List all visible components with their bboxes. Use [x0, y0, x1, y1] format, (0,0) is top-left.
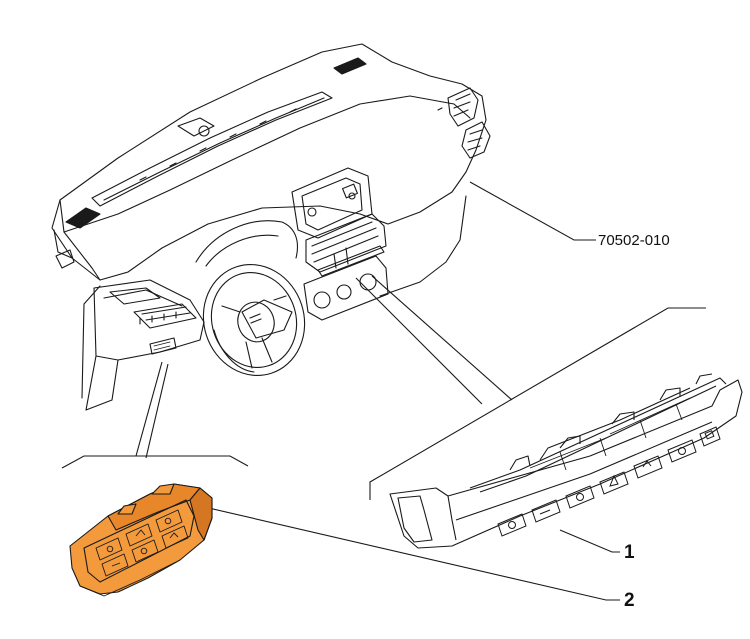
leader-lines: [61, 181, 706, 601]
part-2-button-grid: [95, 509, 189, 577]
button-1: [497, 513, 527, 537]
dashboard-assembly: [51, 43, 491, 411]
part-number-2-label: 2: [624, 590, 635, 611]
reference-code-label: 70502-010: [598, 232, 670, 249]
center-switch-bank-part-1: [389, 373, 743, 549]
button-3: [565, 485, 595, 509]
side-switch-panel-part-2: [69, 483, 213, 597]
button-7: [699, 426, 721, 447]
part-1-button-row: [497, 426, 721, 537]
button-5: [633, 455, 663, 479]
button-6: [667, 439, 697, 463]
button-2: [531, 499, 561, 523]
hazard-button: [599, 471, 629, 495]
part-number-1-label: 1: [624, 542, 635, 563]
